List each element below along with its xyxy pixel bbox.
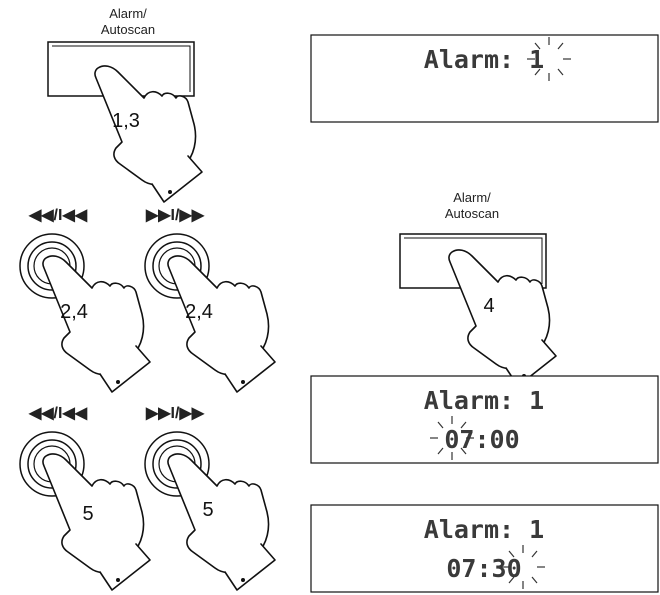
alarm-label-line2: Autoscan	[445, 206, 499, 221]
display-line2: 07:00	[444, 425, 519, 454]
step-label: 4	[483, 295, 494, 317]
step-label: 2,4	[185, 301, 213, 323]
pointing-hand-icon	[167, 453, 276, 591]
forward-buttons-label: ▶▶I/▶▶	[145, 207, 205, 224]
alarm-label-line2: Autoscan	[101, 22, 155, 37]
alarm-autoscan-button-middle: Alarm/ Autoscan 4	[399, 190, 557, 387]
display-line1: Alarm: 1	[424, 386, 544, 415]
display-alarm-minutes: Alarm: 1 07:30	[310, 504, 659, 593]
step-label: 5	[202, 499, 213, 521]
tuning-buttons-row-1: ◀◀/I◀◀ ▶▶I/▶▶ 2,4 2,4	[19, 207, 276, 393]
tuning-buttons-row-2: ◀◀/I◀◀ ▶▶I/▶▶ 5 5	[19, 405, 276, 591]
pointing-hand-icon	[167, 255, 276, 393]
back-buttons-label: ◀◀/I◀◀	[28, 405, 88, 422]
display-line2: 07:30	[446, 554, 521, 583]
step-label: 5	[82, 503, 93, 525]
display-line1: Alarm: 1	[424, 515, 544, 544]
display-alarm-hour: Alarm: 1 07:00	[310, 375, 659, 464]
alarm-label-line1: Alarm/	[453, 190, 491, 205]
pointing-hand-icon	[42, 453, 151, 591]
display-alarm-number: Alarm: 1	[310, 34, 659, 123]
alarm-autoscan-button-top: Alarm/ Autoscan 1,3	[47, 6, 203, 203]
step-label: 2,4	[60, 301, 88, 323]
back-buttons-label: ◀◀/I◀◀	[28, 207, 88, 224]
step-label: 1,3	[112, 110, 140, 132]
display-line1: Alarm: 1	[424, 45, 544, 74]
forward-buttons-label: ▶▶I/▶▶	[145, 405, 205, 422]
alarm-label-line1: Alarm/	[109, 6, 147, 21]
pointing-hand-icon	[42, 255, 151, 393]
